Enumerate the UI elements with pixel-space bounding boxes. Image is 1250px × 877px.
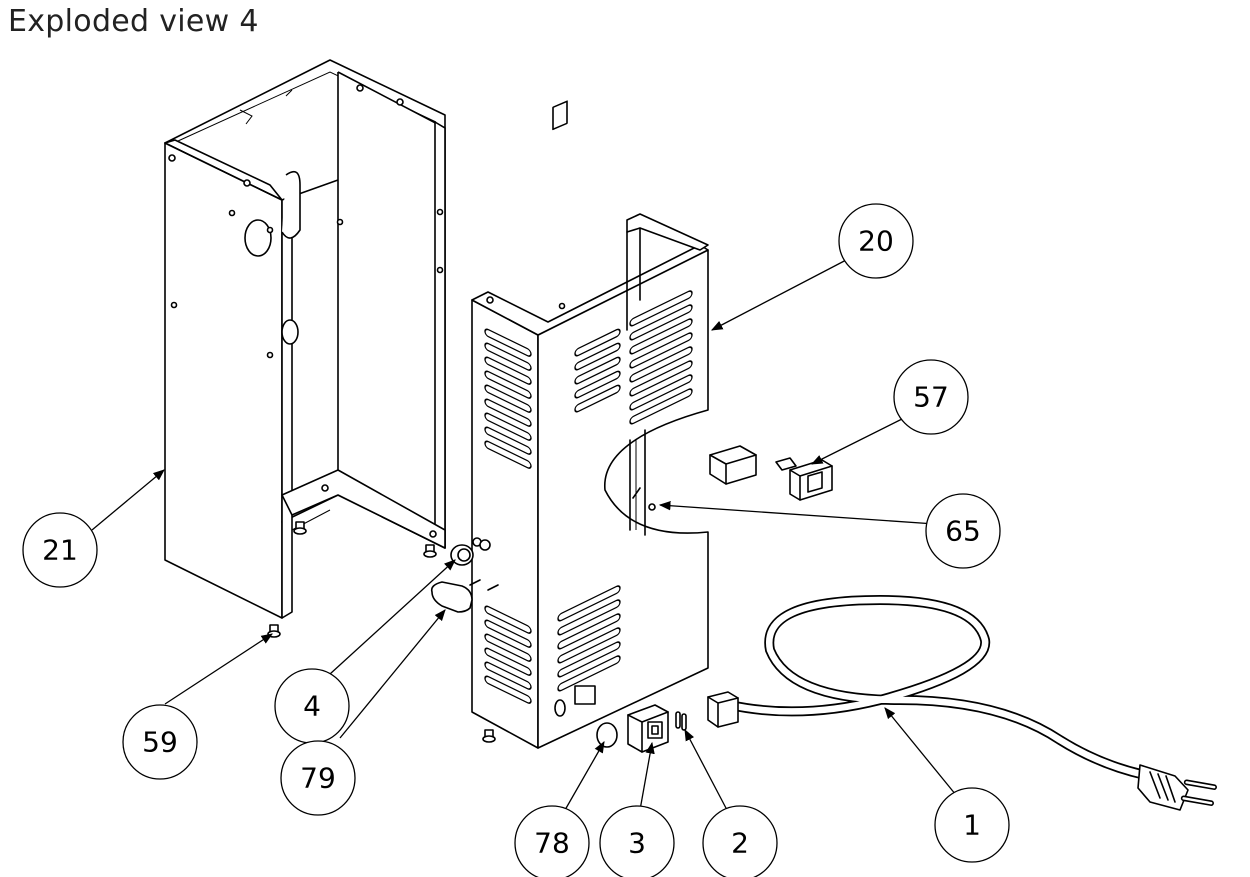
svg-text:79: 79 (300, 762, 336, 795)
callout-78: 78 (514, 805, 590, 877)
callout-57: 57 (893, 359, 969, 435)
rear-housing-part (164, 59, 496, 743)
svg-text:57: 57 (913, 381, 949, 414)
callout-2: 2 (702, 805, 778, 877)
diagram-title: Exploded view 4 (8, 4, 259, 39)
callout-1: 1 (934, 787, 1010, 863)
svg-text:21: 21 (42, 534, 78, 567)
leader-lines (91, 257, 957, 811)
vent-slots (484, 290, 693, 704)
callout-3: 3 (599, 805, 675, 877)
callout-59: 59 (122, 704, 198, 780)
callout-20: 20 (838, 203, 914, 279)
pin-icon (632, 487, 656, 511)
grommet-icon (450, 544, 474, 566)
fuse-icon (675, 711, 687, 731)
svg-text:3: 3 (628, 827, 646, 860)
svg-text:4: 4 (303, 690, 321, 723)
foot-pad-icon (430, 581, 473, 613)
svg-text:59: 59 (142, 726, 178, 759)
callout-21: 21 (22, 512, 98, 588)
screw-icon (267, 521, 496, 743)
svg-text:2: 2 (731, 827, 749, 860)
callout-65: 65 (925, 493, 1001, 569)
power-inlet-icon (627, 704, 669, 753)
cap-icon (596, 722, 618, 748)
svg-text:65: 65 (945, 515, 981, 548)
rocker-switch-icon (775, 457, 833, 501)
svg-text:1: 1 (963, 809, 981, 842)
callout-79: 79 (280, 740, 356, 816)
svg-text:78: 78 (534, 827, 570, 860)
power-cord-icon (707, 595, 1217, 811)
svg-text:20: 20 (858, 225, 894, 258)
callout-4: 4 (274, 668, 350, 744)
switch-cover-icon (709, 445, 757, 485)
